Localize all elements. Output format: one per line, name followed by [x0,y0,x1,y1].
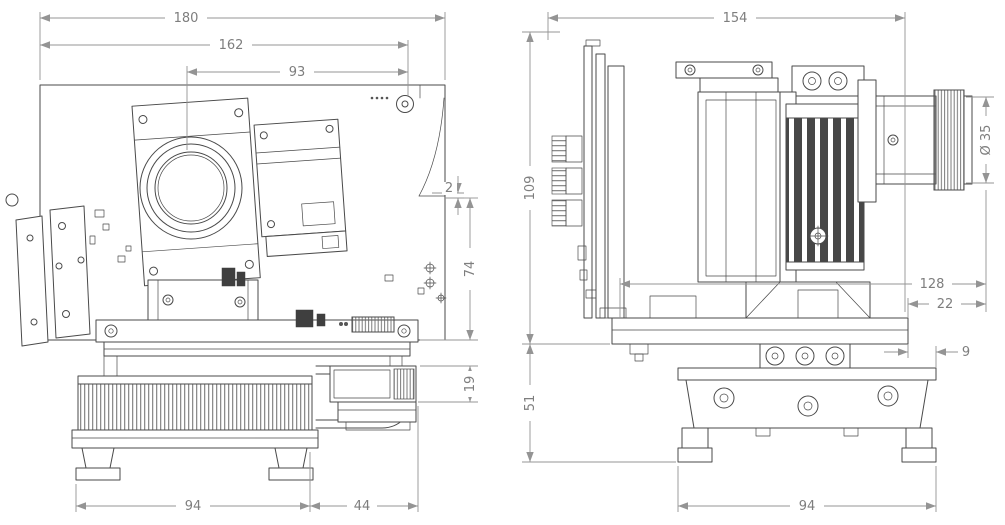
dim-base-offset: 9 [884,344,974,368]
dimensions-side: 154 109 51 Ø 35 [522,11,994,514]
foot-left-side [681,427,709,449]
power-module [329,365,417,431]
feet-front [75,447,314,481]
projection-lens [139,136,243,240]
dim-label-128: 128 [920,277,945,292]
foot-left [81,447,115,469]
foot-right [274,447,308,469]
front-view [5,84,447,481]
dim-label-94-side: 94 [799,499,816,514]
mount-bracket [145,267,261,341]
dim-label-dia-35: Ø 35 [979,125,994,156]
dim-label-154: 154 [723,11,748,26]
dim-module-height: 19 [418,365,478,403]
dim-edge-step: 2 [432,176,464,215]
optical-engine [253,118,348,257]
focus-ring [933,89,965,191]
dimensions-front: 180 162 93 2 74 [39,11,478,514]
lens-barrel [857,79,973,203]
dim-body-height: 74 [420,197,478,341]
connector-block [221,267,236,287]
dim-label-2: 2 [445,181,453,196]
pcb-stack [551,39,627,319]
dim-label-9: 9 [962,345,970,360]
dim-plate-overhang: 22 [907,297,986,318]
dim-label-162: 162 [219,38,244,53]
dim-label-180: 180 [174,11,199,26]
dim-overall-width: 180 [39,11,446,80]
dim-foot-span-side: 94 [677,466,937,514]
dim-label-51: 51 [523,395,538,412]
side-view [551,39,973,463]
support-gusset [745,281,871,319]
dim-foot-span-front: 94 [75,452,311,514]
dim-lower-height: 51 [522,344,676,463]
dim-upper-height: 109 [522,31,610,345]
dim-lens-diameter: Ø 35 [966,96,994,184]
dim-label-74: 74 [463,261,478,278]
left-bracket [5,193,91,347]
dim-label-22: 22 [937,297,954,312]
dim-right-span: 44 [310,406,419,514]
dim-label-19: 19 [463,376,478,393]
lower-base [677,367,937,463]
base-plate-side [611,317,909,369]
base-screw-right [397,324,411,338]
base-screw-left [104,324,118,338]
pcb-connectors [551,135,583,227]
mounting-hole-marks [423,261,447,304]
heatsink-side [785,103,865,271]
dim-label-93: 93 [289,65,306,80]
base-plates-front [95,309,419,377]
dim-overall-depth: 154 [547,11,906,312]
dim-label-44: 44 [354,499,371,514]
alignment-pin [396,95,414,113]
io-connector [351,316,395,333]
heatsink-front [71,375,319,449]
dim-depth-to-face: 128 [619,190,987,318]
dim-lens-to-pin: 93 [186,65,408,150]
dim-label-94-front: 94 [185,499,202,514]
foot-right-side [905,427,933,449]
engine-body-side [649,61,865,319]
dim-inner-width: 162 [40,38,409,96]
dim-label-109: 109 [523,176,538,201]
